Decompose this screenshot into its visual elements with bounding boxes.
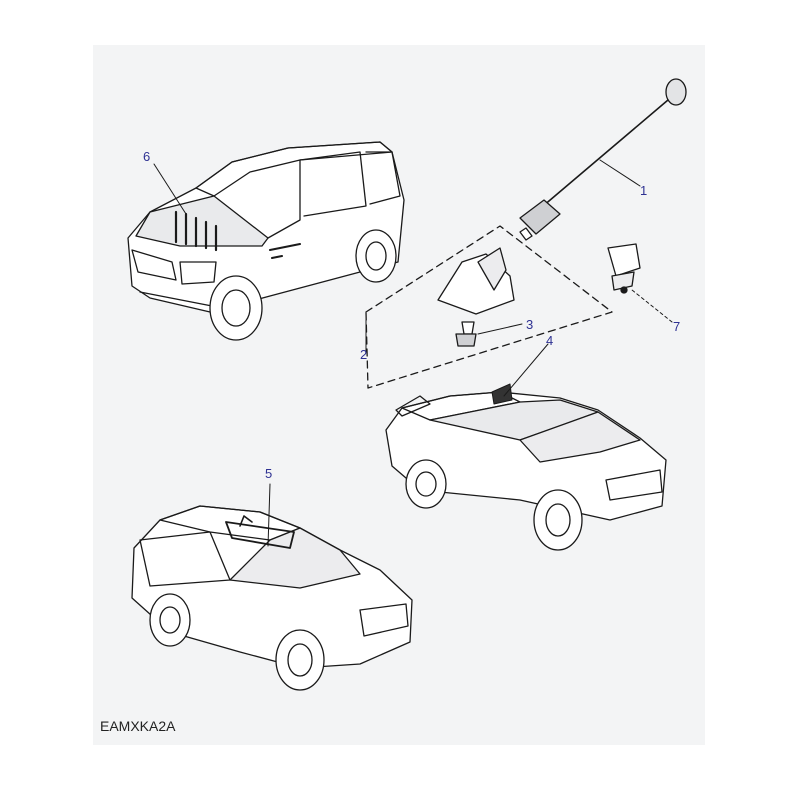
- retaining-clip: [607, 243, 641, 294]
- callout-5: 5: [265, 466, 273, 481]
- callout-4: 4: [546, 333, 554, 348]
- callout-2: 2: [360, 347, 368, 362]
- vehicle-three-door-middle: [385, 383, 667, 551]
- aerial-mast: [519, 78, 687, 241]
- callout-3: 3: [526, 317, 534, 332]
- leader-lines: [153, 159, 673, 547]
- vehicle-five-door-top: [127, 141, 405, 341]
- callout-1: 1: [640, 183, 648, 198]
- vehicle-five-door-bottom: [131, 505, 413, 691]
- diagram-code: EAMXKA2A: [100, 718, 176, 734]
- callout-6: 6: [143, 149, 151, 164]
- callout-7: 7: [673, 319, 681, 334]
- aerial-base-group: [365, 225, 613, 389]
